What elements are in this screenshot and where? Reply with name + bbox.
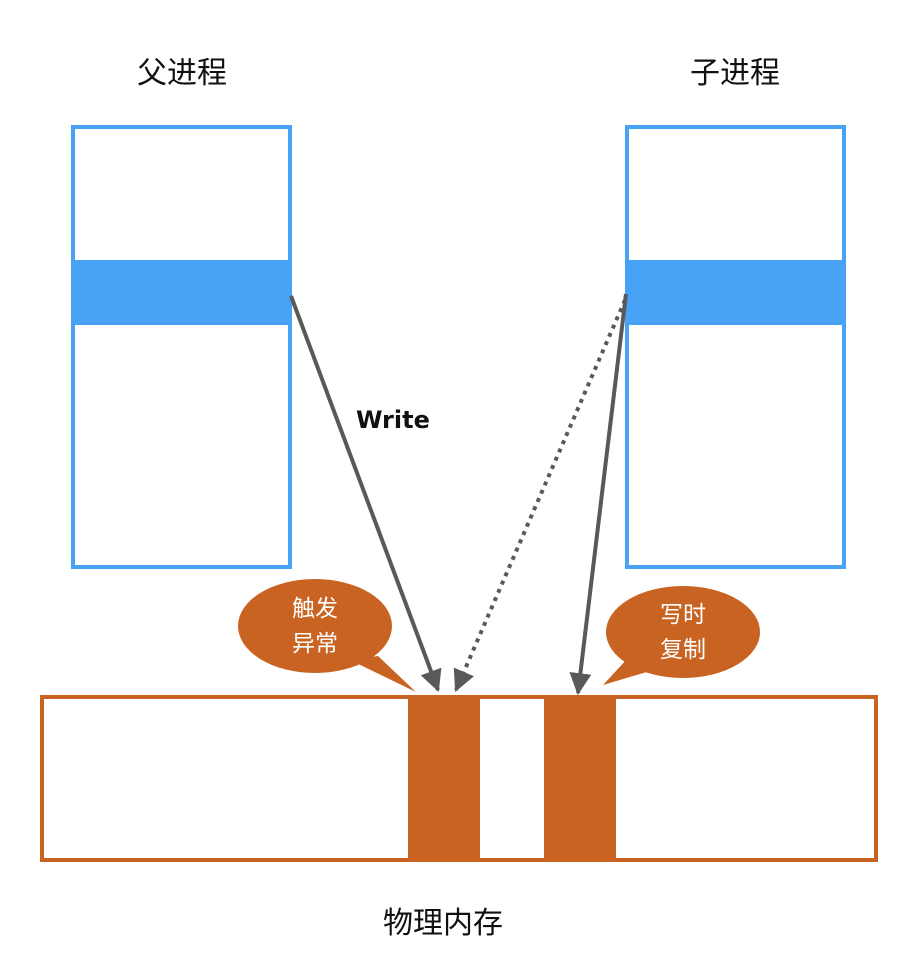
child-copy-mapping-arrow xyxy=(569,293,628,696)
parent-write-arrow xyxy=(289,295,442,693)
child-process-page xyxy=(627,260,844,325)
trigger-exception-bubble: 触发 异常 xyxy=(238,579,416,692)
child-process-title: 子进程 xyxy=(690,56,780,91)
parent-process-title: 父进程 xyxy=(137,56,227,91)
child-process-memory-box xyxy=(625,125,846,569)
physical-page-original xyxy=(408,697,480,860)
bubble-line-2: 复制 xyxy=(660,637,706,663)
parent-process-page xyxy=(73,260,290,325)
physical-page-copy xyxy=(544,697,616,860)
bubble-line-1: 触发 xyxy=(292,596,338,622)
child-original-mapping-arrow xyxy=(453,299,627,693)
copy-on-write-bubble: 写时 复制 xyxy=(603,586,760,685)
write-label: Write xyxy=(356,406,430,434)
physical-memory-title: 物理内存 xyxy=(383,906,503,941)
bubble-line-1: 写时 xyxy=(660,602,706,628)
bubble-line-2: 异常 xyxy=(292,631,338,657)
parent-process-memory-box xyxy=(71,125,292,569)
